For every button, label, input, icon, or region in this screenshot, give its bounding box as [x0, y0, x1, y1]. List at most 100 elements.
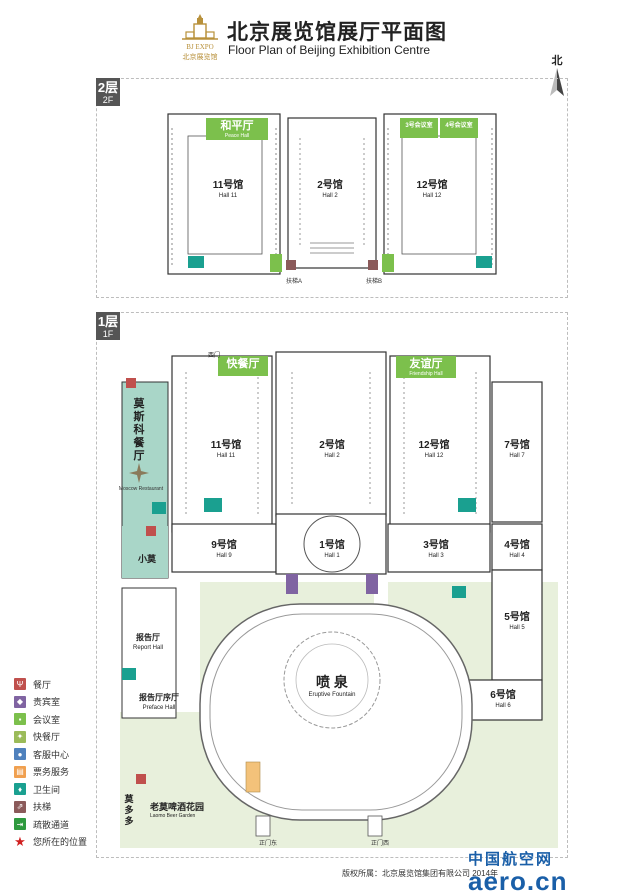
legend-item: ▤ 票务服务 — [14, 764, 69, 780]
friendship-hall-cn: 友谊厅 — [409, 358, 443, 370]
xiaomo-text: 小莫 — [137, 554, 156, 564]
floor1-hall-5[interactable]: 5号馆 Hall 5 — [500, 612, 534, 632]
floor1-hall-7[interactable]: 7号馆 Hall 7 — [500, 440, 534, 460]
elevator-b-label: 扶梯B — [365, 279, 382, 285]
report-hall[interactable]: 报告厅 Report Hall — [128, 632, 168, 652]
restroom-icon: ♦ — [14, 783, 26, 795]
xiaomo-label[interactable]: 小莫 — [134, 552, 160, 565]
escalator-icon: ⇗ — [14, 800, 26, 813]
floor2-hall-12-en: Hall 12 — [422, 193, 442, 199]
meeting-room-3-label[interactable]: 3号会议室 — [400, 118, 438, 138]
floor1-hall-3[interactable]: 3号馆 Hall 3 — [416, 540, 456, 560]
svg-text:北京展览馆: 北京展览馆 — [183, 52, 218, 61]
copyright-footer: 版权所属：北京展览馆集团有限公司 2014年 — [342, 869, 499, 878]
legend-label: 贵宾室 — [33, 697, 61, 707]
floor2-hall-11[interactable]: 11号馆 Hall 11 — [208, 180, 248, 200]
preface-hall[interactable]: 报告厅序厅 Preface Hall — [134, 692, 184, 712]
floor1-hall-4-cn: 4号馆 — [504, 540, 530, 551]
floor1-hall-1-en: Hall 1 — [324, 553, 340, 559]
legend-item: ✦快餐厅 — [14, 729, 60, 745]
legend-item: Ψ 餐厅 — [14, 676, 51, 692]
peace-hall-cn: 和平厅 — [220, 120, 254, 132]
floor1-hall-7-cn: 7号馆 — [504, 440, 530, 451]
fast-food-text: 快餐厅 — [226, 358, 260, 370]
floor-2-tab[interactable]: 2层 2F — [96, 78, 120, 106]
friendship-hall-en: Friendship Hall — [409, 371, 443, 377]
star-icon: ★ — [14, 833, 26, 849]
floor-2-section — [96, 78, 568, 298]
moscow-star-icon — [129, 463, 149, 483]
floor1-hall-6[interactable]: 6号馆 Hall 6 — [486, 690, 520, 710]
floor1-hall-1[interactable]: 1号馆 Hall 1 — [312, 540, 352, 560]
floor1-hall-5-cn: 5号馆 — [504, 612, 530, 623]
floor1-hall-4-en: Hall 4 — [509, 553, 525, 559]
floor1-hall-2[interactable]: 2号馆 Hall 2 — [312, 440, 352, 460]
floor2-hall-11-en: Hall 11 — [218, 193, 238, 199]
moscow-restaurant-en: Moscow Restaurant — [118, 486, 164, 492]
floor1-hall-9[interactable]: 9号馆 Hall 9 — [204, 540, 244, 560]
restaurant-icon: Ψ — [14, 678, 26, 690]
watermark: 中国航空网 aero.cn — [468, 848, 568, 894]
legend-label: 快餐厅 — [33, 732, 61, 742]
floor-2-plan — [167, 113, 497, 275]
west-gate[interactable]: 西门 — [207, 353, 220, 359]
floor-1-tab-label: 1层 — [97, 314, 119, 329]
floor2-hall-2-en: Hall 2 — [322, 193, 338, 199]
floor1-hall-12[interactable]: 12号馆 Hall 12 — [414, 440, 454, 460]
legend-label: 疏散通道 — [33, 819, 70, 830]
moduoduo-label[interactable]: 莫多多 — [122, 794, 136, 827]
watermark-cn: 中国航空网 — [468, 851, 554, 868]
legend-label: 餐厅 — [33, 679, 52, 690]
floor-1-plan — [120, 351, 558, 848]
floor1-hall-4[interactable]: 4号馆 Hall 4 — [500, 540, 534, 560]
floor2-hall-12[interactable]: 12号馆 Hall 12 — [412, 180, 452, 200]
moduoduo-text: 莫多多 — [124, 794, 134, 826]
floor2-hall-2-cn: 2号馆 — [317, 180, 343, 191]
floor-1-tab-en: 1F — [102, 329, 114, 339]
legend-item: ▪ 会议室 — [14, 711, 60, 727]
service-center-icon: ● — [14, 748, 26, 760]
main-gate-west[interactable]: 正门西 — [370, 841, 389, 847]
exit-icon: ⇥ — [14, 818, 26, 830]
peace-hall-label[interactable]: 和平厅 Peace Hall — [206, 118, 268, 140]
moscow-restaurant-text: 莫斯科餐厅 — [133, 398, 145, 462]
floor1-hall-2-cn: 2号馆 — [319, 440, 345, 451]
report-hall-en: Report Hall — [132, 645, 163, 651]
main-gate-east[interactable]: 正门东 — [258, 841, 277, 847]
floor2-hall-11-cn: 11号馆 — [212, 180, 244, 191]
legend-label: 您所在的位置 — [33, 837, 88, 847]
fountain-en: Eruptive Fountain — [308, 692, 356, 698]
legend-label: 票务服务 — [33, 767, 70, 777]
legend-label: 会议室 — [33, 714, 61, 725]
floor2-hall-2[interactable]: 2号馆 Hall 2 — [310, 180, 350, 200]
ticket-icon: ▤ — [14, 765, 26, 778]
floor1-hall-7-en: Hall 7 — [509, 453, 525, 459]
floor1-hall-2-en: Hall 2 — [324, 453, 340, 459]
friendship-hall-label[interactable]: 友谊厅 Friendship Hall — [396, 356, 456, 378]
moscow-restaurant-label[interactable]: 莫斯科餐厅 — [130, 398, 148, 463]
legend-item: ⇗扶梯 — [14, 799, 51, 815]
north-arrow-icon — [550, 68, 564, 96]
floor1-hall-11-cn: 11号馆 — [210, 440, 242, 451]
legend-item: ★ 您所在的位置 — [14, 834, 87, 850]
floor1-hall-1-cn: 1号馆 — [319, 540, 345, 551]
beer-garden-label[interactable]: 老莫啤酒花园 Laomo Beer Garden — [150, 800, 240, 819]
fast-food-label[interactable]: 快餐厅 — [218, 356, 268, 376]
floor1-hall-11[interactable]: 11号馆 Hall 11 — [206, 440, 246, 460]
legend-item: ◆贵宾室 — [14, 694, 60, 710]
meeting-room-4-label[interactable]: 4号会议室 — [440, 118, 478, 138]
floor-1-tab[interactable]: 1层 1F — [96, 312, 120, 340]
north-arrow: 北 — [544, 52, 570, 100]
floor2-hall-12-cn: 12号馆 — [416, 180, 448, 191]
fountain-cn: 喷 泉 — [316, 674, 348, 690]
legend-item: ⇥ 疏散通道 — [14, 816, 69, 832]
floor1-hall-12-en: Hall 12 — [424, 453, 444, 459]
logo-icon: BJ EXPO 北京展览馆 — [182, 14, 218, 61]
beer-garden-en: Laomo Beer Garden — [150, 813, 196, 819]
report-hall-cn: 报告厅 — [136, 633, 160, 642]
floor-2-tab-en: 2F — [102, 95, 114, 105]
floor1-hall-6-cn: 6号馆 — [490, 690, 516, 701]
meeting-room-icon: ▪ — [14, 713, 26, 725]
floor1-hall-9-cn: 9号馆 — [211, 540, 237, 551]
fountain-label: 喷 泉 Eruptive Fountain — [292, 672, 372, 698]
